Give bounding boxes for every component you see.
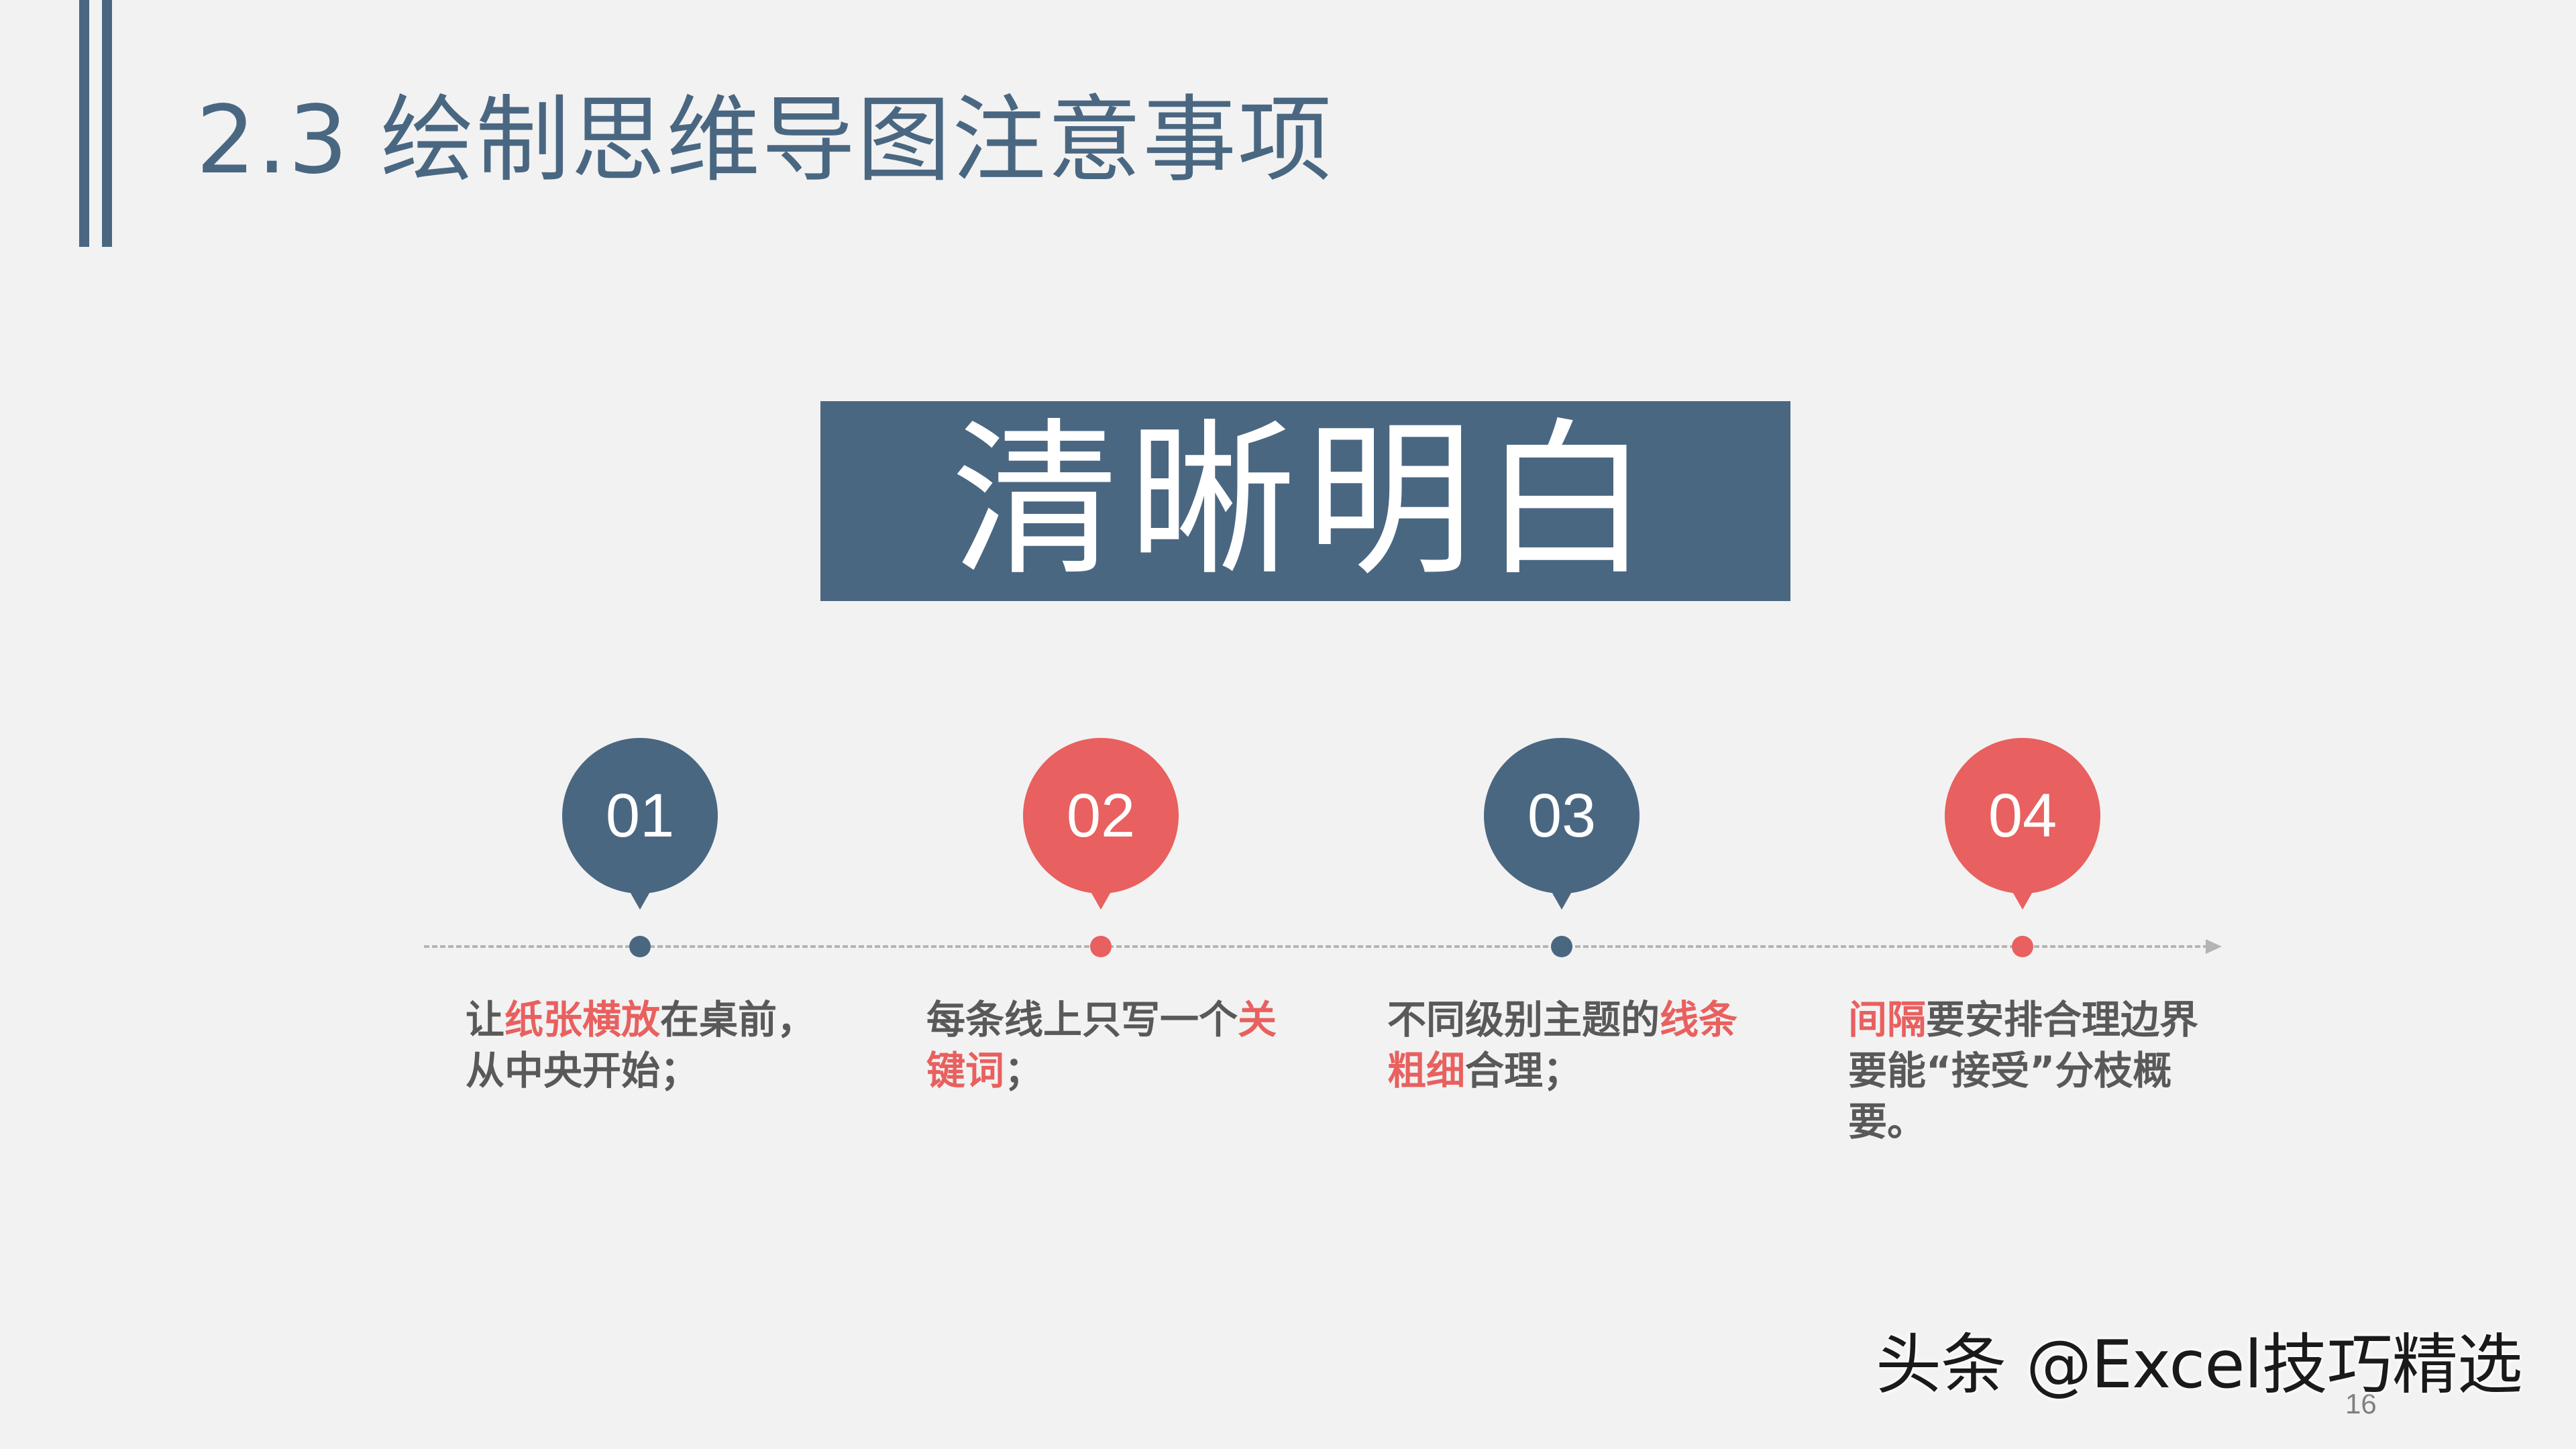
step-description: 每条线上只写一个关键词； — [926, 994, 1289, 1096]
timeline-arrow-icon — [2206, 939, 2222, 954]
watermark: 头条 @Excel技巧精选 — [1876, 1327, 2523, 1403]
step-pointer — [2011, 890, 2034, 910]
step-01: 01 让纸张横放在桌前，从中央开始； — [466, 738, 965, 1167]
title-accent-bar — [79, 0, 89, 247]
step-text-part: 要安排合理边界要能“接受”分枝概要。 — [1848, 997, 2199, 1144]
step-text-highlight: 关键词 — [926, 997, 1277, 1093]
step-number: 04 — [1988, 782, 2057, 850]
step-description: 让纸张横放在桌前，从中央开始； — [466, 994, 828, 1096]
step-text-highlight: 间隔 — [1848, 997, 1927, 1042]
step-pointer — [1550, 890, 1573, 910]
step-number: 01 — [605, 782, 675, 850]
page-number: 16 — [2345, 1388, 2377, 1419]
timeline-dot — [1551, 936, 1572, 957]
step-text-part: 每条线上只写一个 — [926, 997, 1238, 1042]
step-text-part: 不同级别主题的 — [1387, 997, 1660, 1042]
step-bubble: 04 — [1945, 738, 2100, 894]
step-04: 04 间隔要安排合理边界要能“接受”分枝概要。 — [1848, 738, 2347, 1167]
timeline-dot — [1090, 936, 1112, 957]
headline-text: 清晰明白 — [951, 403, 1660, 598]
step-number: 02 — [1066, 782, 1136, 850]
step-text-part: 让 — [466, 997, 505, 1042]
step-text-highlight: 纸张横放 — [504, 997, 661, 1042]
step-bubble: 03 — [1484, 738, 1640, 894]
timeline-line — [424, 945, 2208, 948]
step-text-part: 在桌前，从中央开始； — [466, 997, 816, 1093]
step-pointer — [1089, 890, 1112, 910]
step-description: 间隔要安排合理边界要能“接受”分枝概要。 — [1848, 994, 2210, 1147]
timeline-dot — [629, 936, 651, 957]
step-bubble: 02 — [1023, 738, 1179, 894]
step-text-highlight: 线条粗细 — [1387, 997, 1738, 1093]
step-bubble: 01 — [562, 738, 718, 894]
step-number: 03 — [1527, 782, 1597, 850]
step-pointer — [629, 890, 651, 910]
title-accent-bar — [102, 0, 112, 247]
step-03: 03 不同级别主题的线条粗细合理； — [1387, 738, 1886, 1167]
step-description: 不同级别主题的线条粗细合理； — [1387, 994, 1750, 1096]
slide-title: 2.3 绘制思维导图注意事项 — [196, 86, 1334, 195]
step-02: 02 每条线上只写一个关键词； — [926, 738, 1426, 1167]
step-text-part: 合理； — [1465, 1048, 1582, 1093]
timeline-dot — [2012, 936, 2033, 957]
headline-banner: 清晰明白 — [820, 401, 1790, 601]
step-text-part: ； — [1004, 1048, 1044, 1093]
